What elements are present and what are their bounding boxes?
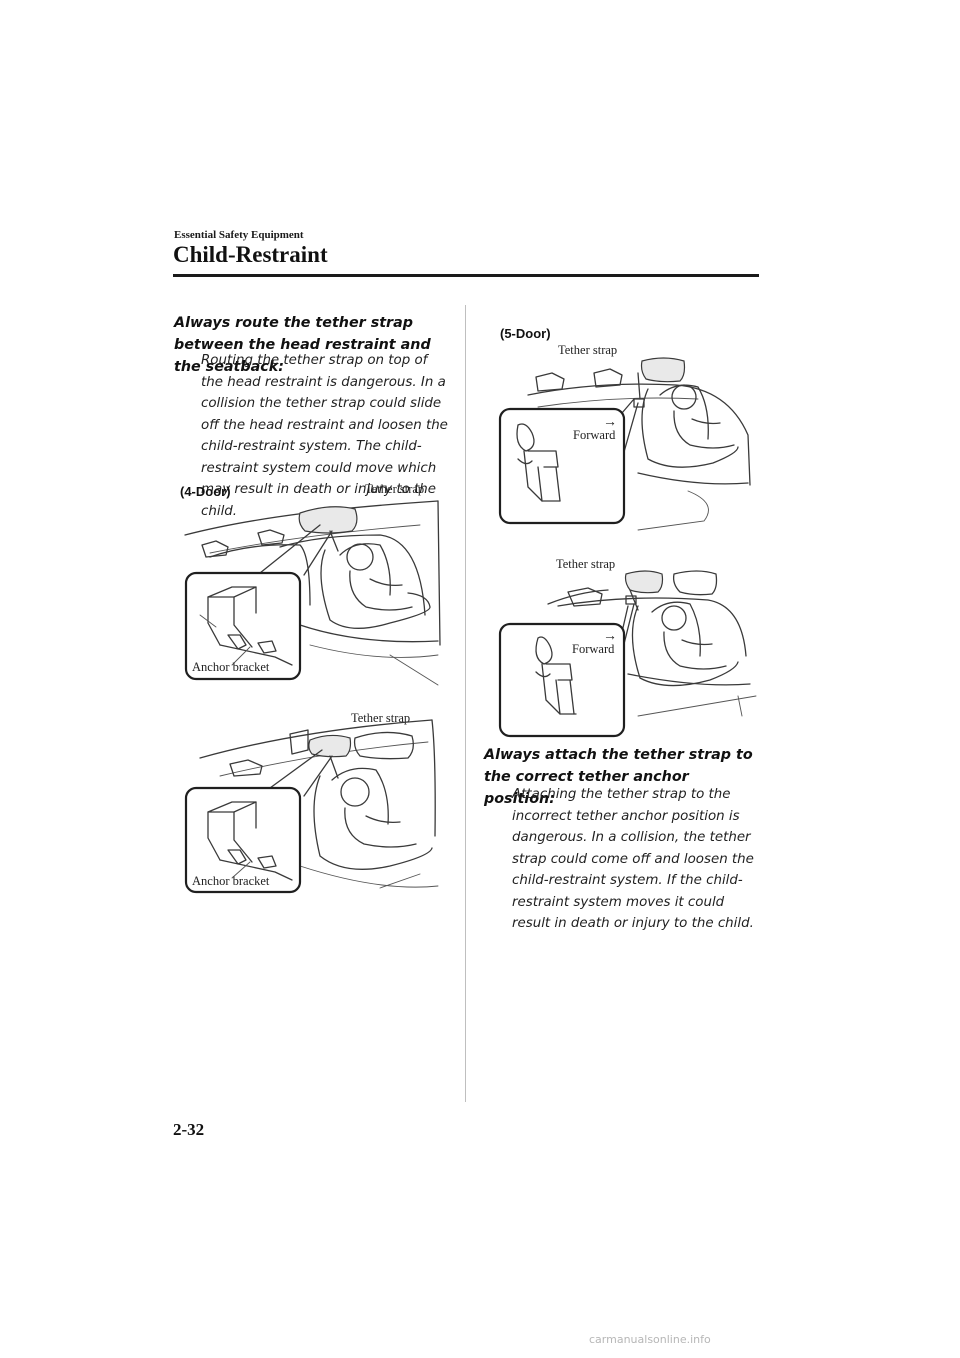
callout-anchor-bracket: Anchor bracket bbox=[192, 660, 270, 674]
figure-tether-anchor-illustration bbox=[498, 570, 757, 738]
arrow-forward-icon-2: → bbox=[603, 629, 617, 644]
column-divider bbox=[465, 305, 466, 1102]
section-label: Essential Safety Equipment bbox=[174, 229, 304, 241]
title-rule bbox=[173, 274, 759, 277]
figure-label-4-door: (4-Door) bbox=[180, 484, 231, 499]
warning-title-attach: Always attach the tether strap to the co… bbox=[484, 747, 753, 807]
callout-tether-strap-4: Tether strap bbox=[556, 557, 616, 571]
warning-title-route: Always route the tether strap between th… bbox=[174, 315, 431, 375]
footer-watermark: carmanualsonline.info bbox=[589, 1333, 711, 1346]
figure-4-door-illustration bbox=[184, 500, 441, 686]
warning-body-route: Routing the tether strap on top of the h… bbox=[201, 353, 448, 519]
callout-forward: Forward bbox=[573, 428, 616, 442]
figure-tether-routing-illustration bbox=[184, 719, 439, 894]
page-number: 2-32 bbox=[173, 1120, 205, 1139]
callout-tether-strap-2: Tether strap bbox=[351, 711, 411, 725]
page-title: Child-Restraint bbox=[173, 242, 328, 267]
figure-5-door-illustration bbox=[498, 357, 751, 531]
callout-forward-2: Forward bbox=[572, 642, 615, 656]
warning-body-attach: Attaching the tether strap to the incorr… bbox=[512, 787, 754, 931]
arrow-forward-icon: → bbox=[603, 415, 617, 430]
callout-tether-strap: Tether strap bbox=[365, 482, 425, 496]
figure-label-5-door: (5-Door) bbox=[500, 326, 551, 341]
callout-anchor-bracket-2: Anchor bracket bbox=[192, 874, 270, 888]
callout-tether-strap-3: Tether strap bbox=[558, 343, 618, 357]
